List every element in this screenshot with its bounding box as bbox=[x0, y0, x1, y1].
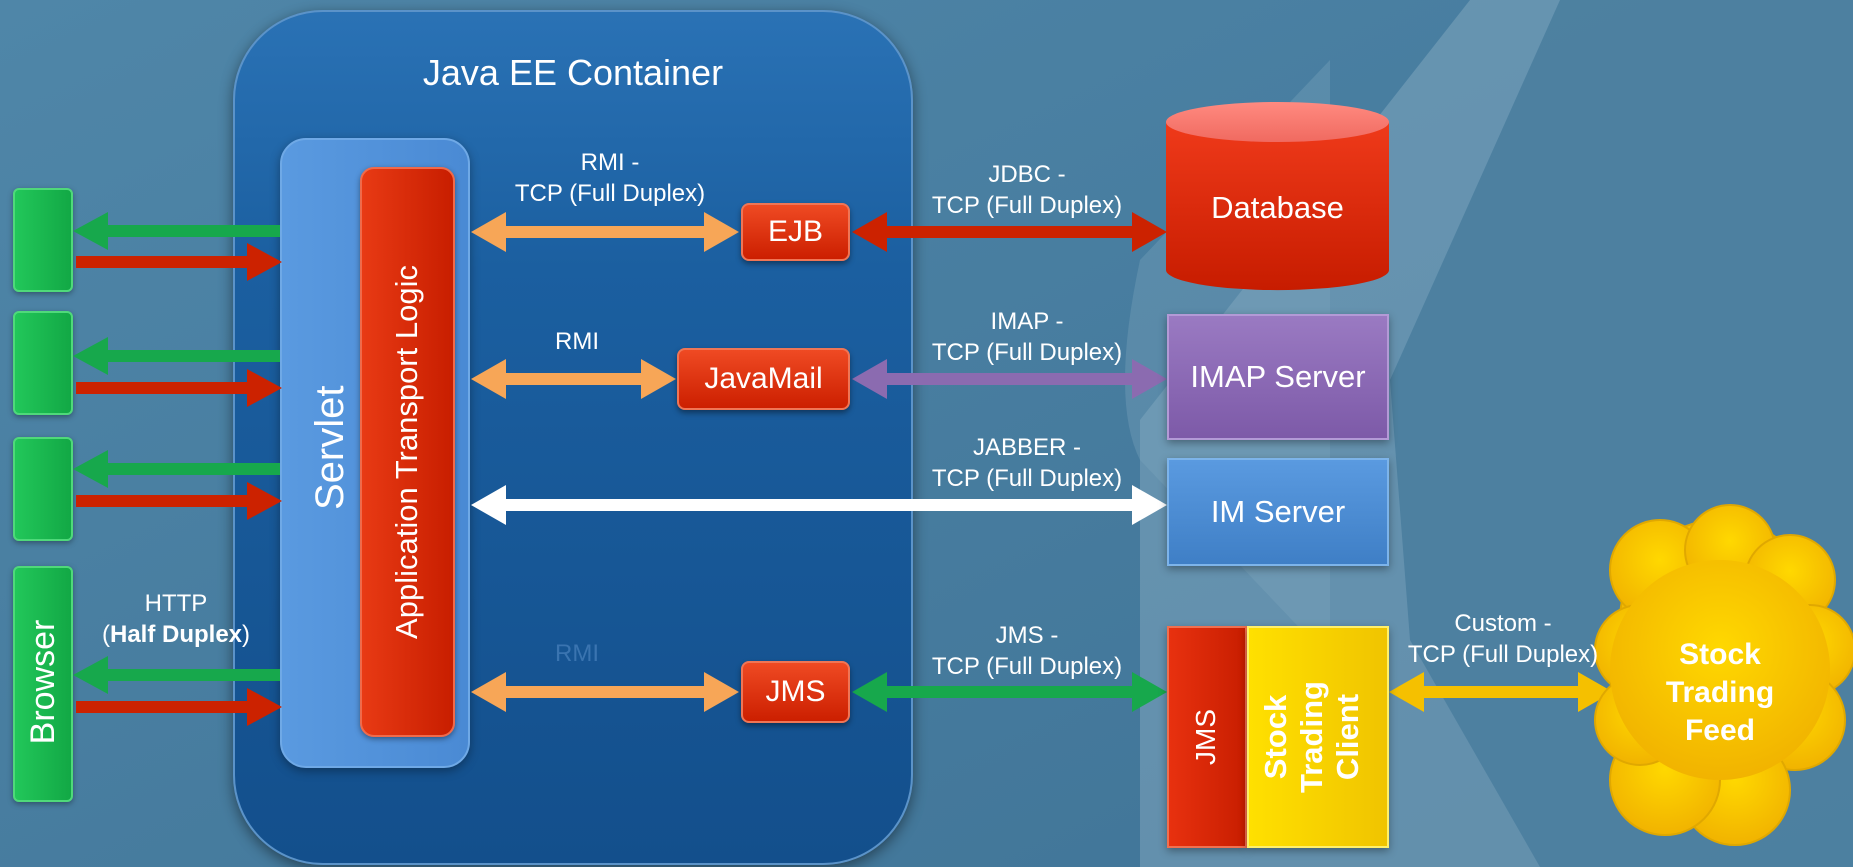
browser-2-arrows bbox=[73, 337, 282, 407]
label-http-line-1: HTTP bbox=[144, 590, 208, 617]
client-jms-label: JMS bbox=[1190, 709, 1221, 765]
feed-label-line-2: Trading bbox=[1665, 676, 1775, 709]
label-rmi-faded: RMI bbox=[555, 640, 599, 667]
label-http-line-2: (Half Duplex) bbox=[86, 619, 266, 650]
feed-label-line-1: Stock bbox=[1679, 638, 1761, 671]
feed-label-line-3: Feed bbox=[1684, 714, 1756, 747]
jms-box: JMS bbox=[741, 661, 850, 723]
imap-server-box: IMAP Server bbox=[1167, 314, 1389, 440]
label-jms-line-2: TCP (Full Duplex) bbox=[931, 653, 1123, 680]
arrow-jms-client bbox=[852, 672, 1167, 712]
browser-window-1 bbox=[13, 188, 73, 292]
browser-3-arrows bbox=[73, 450, 282, 520]
database-cylinder bbox=[1166, 102, 1389, 291]
label-http-half-duplex: Half Duplex bbox=[109, 621, 243, 648]
database-label: Database bbox=[1211, 190, 1344, 225]
arrow-atl-jms bbox=[471, 672, 739, 712]
stock-trading-client-box bbox=[1247, 626, 1389, 848]
im-server-box: IM Server bbox=[1167, 458, 1389, 566]
label-imap-line-2: TCP (Full Duplex) bbox=[931, 339, 1123, 366]
arrow-atl-ejb bbox=[471, 212, 739, 252]
label-imap-line-1: IMAP - bbox=[990, 308, 1064, 335]
label-jdbc-line-2: TCP (Full Duplex) bbox=[931, 192, 1123, 219]
arrow-javamail-imap bbox=[852, 359, 1167, 399]
arrow-atl-javamail bbox=[471, 359, 676, 399]
browser-window-4 bbox=[13, 566, 73, 802]
label-custom: Custom - TCP (Full Duplex) bbox=[1393, 608, 1613, 670]
label-jabber-line-1: JABBER - bbox=[972, 434, 1082, 461]
label-jabber: JABBER - TCP (Full Duplex) bbox=[917, 432, 1137, 494]
label-rmi-tcp-line-1: RMI - bbox=[580, 149, 640, 176]
label-custom-line-2: TCP (Full Duplex) bbox=[1407, 641, 1599, 668]
label-jms-line-1: JMS - bbox=[995, 622, 1059, 649]
label-jabber-line-2: TCP (Full Duplex) bbox=[931, 465, 1123, 492]
label-http-open-paren: ( bbox=[101, 621, 110, 648]
label-rmi: RMI bbox=[555, 328, 599, 355]
browser-window-3 bbox=[13, 437, 73, 541]
browser-1-arrows bbox=[73, 212, 282, 281]
container-title: Java EE Container bbox=[422, 52, 724, 93]
client-jms-box bbox=[1167, 626, 1247, 848]
label-custom-line-1: Custom - bbox=[1454, 610, 1552, 637]
label-jms: JMS - TCP (Full Duplex) bbox=[917, 620, 1137, 682]
label-jdbc-line-1: JDBC - bbox=[988, 161, 1066, 188]
application-transport-logic-box bbox=[360, 167, 455, 737]
stock-trading-feed-cloud bbox=[1594, 504, 1853, 846]
browser-window-2 bbox=[13, 311, 73, 415]
label-http: HTTP (Half Duplex) bbox=[86, 588, 266, 650]
javamail-box: JavaMail bbox=[677, 348, 850, 410]
arrow-client-feed bbox=[1389, 672, 1613, 712]
label-jdbc: JDBC - TCP (Full Duplex) bbox=[917, 159, 1137, 221]
arrow-atl-im-server bbox=[471, 485, 1167, 525]
label-http-close-paren: ) bbox=[242, 621, 251, 648]
ejb-box: EJB bbox=[741, 203, 850, 261]
label-imap: IMAP - TCP (Full Duplex) bbox=[917, 306, 1137, 368]
arrow-ejb-database bbox=[852, 212, 1167, 252]
stock-trading-client-label: Stock Trading Client bbox=[1258, 681, 1365, 793]
label-rmi-tcp: RMI - TCP (Full Duplex) bbox=[490, 147, 730, 209]
browser-4-arrows bbox=[73, 656, 282, 726]
stock-trading-feed-label: Stock Trading Feed bbox=[1630, 636, 1810, 750]
label-rmi-tcp-line-2: TCP (Full Duplex) bbox=[514, 180, 706, 207]
